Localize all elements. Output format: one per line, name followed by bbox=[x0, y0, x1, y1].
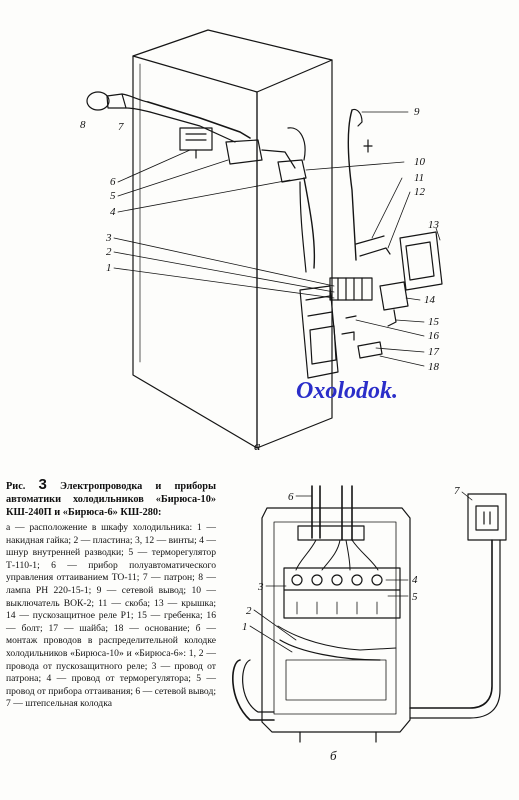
callout-2: 2 bbox=[106, 246, 112, 258]
caption-prefix: Рис. bbox=[6, 481, 26, 492]
callout-12: 12 bbox=[414, 186, 426, 198]
callout-9: 9 bbox=[414, 106, 420, 118]
callout-4: 4 bbox=[110, 206, 116, 218]
callout-b-2: 2 bbox=[246, 605, 252, 617]
callout-15: 15 bbox=[428, 316, 440, 328]
callout-11: 11 bbox=[414, 172, 424, 184]
figure-caption: Рис. 3 Электропроводка и приборы автомат… bbox=[6, 476, 216, 711]
callout-leaders bbox=[113, 111, 473, 653]
caption-number: 3 bbox=[38, 476, 47, 493]
caption-body: а — расположение в шкафу холодильника: 1… bbox=[6, 522, 216, 710]
callout-7: 7 bbox=[118, 121, 124, 133]
cabinet-diagram-a bbox=[86, 29, 443, 449]
callout-14: 14 bbox=[424, 294, 436, 306]
callout-1: 1 bbox=[106, 262, 112, 274]
callout-b-1: 1 bbox=[242, 621, 248, 633]
callout-13: 13 bbox=[428, 219, 440, 231]
callout-b-5: 5 bbox=[412, 591, 418, 603]
callout-6: 6 bbox=[110, 176, 116, 188]
callout-10: 10 bbox=[414, 156, 426, 168]
diagram-b-label: б bbox=[330, 748, 337, 763]
callout-18: 18 bbox=[428, 361, 440, 373]
callout-17: 17 bbox=[428, 346, 440, 358]
caption-heading: Рис. 3 Электропроводка и приборы автомат… bbox=[6, 476, 216, 519]
caption-title: Электропроводка и приборы автоматики хол… bbox=[6, 481, 216, 518]
callout-b-3: 3 bbox=[257, 581, 264, 593]
watermark: Oxolodok. bbox=[296, 378, 398, 404]
callout-8: 8 bbox=[80, 119, 86, 131]
callout-16: 16 bbox=[428, 330, 440, 342]
callout-3: 3 bbox=[105, 232, 112, 244]
callout-b-4: 4 bbox=[412, 574, 418, 586]
callout-b-7: 7 bbox=[454, 485, 460, 497]
diagram-a-label: а bbox=[254, 438, 261, 453]
callout-5: 5 bbox=[110, 190, 116, 202]
callout-b-6: 6 bbox=[288, 491, 294, 503]
junction-box-diagram-b bbox=[232, 485, 507, 743]
